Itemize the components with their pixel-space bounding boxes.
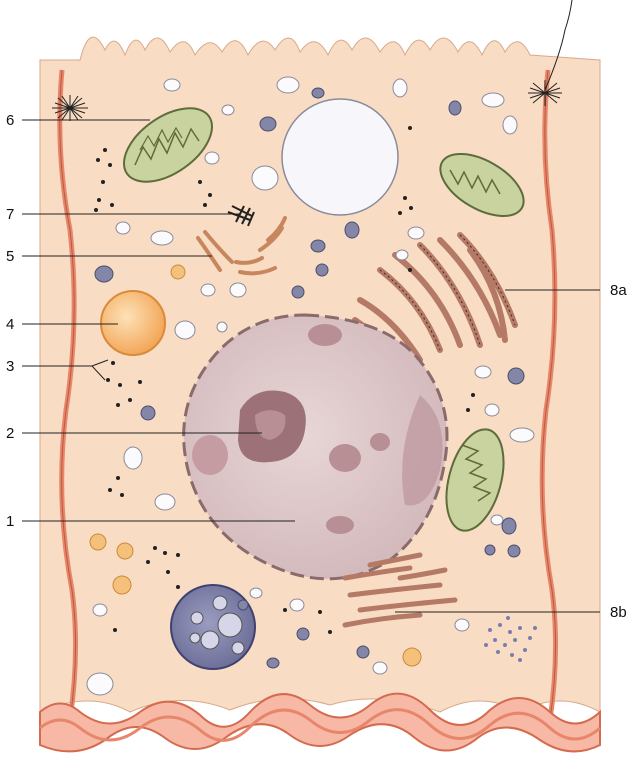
- label-3-granules: 3: [6, 358, 14, 375]
- lysosome: [171, 585, 255, 669]
- label-4-vesicle: 4: [6, 316, 14, 333]
- label-8a-rough-er: 8a: [610, 282, 627, 299]
- label-2-nucleolus: 2: [6, 425, 14, 442]
- vacuole: [282, 99, 398, 215]
- label-8b-smooth-er: 8b: [610, 604, 627, 621]
- secretory-vesicle: [101, 291, 165, 355]
- label-5-golgi: 5: [6, 248, 14, 265]
- label-1-nucleus: 1: [6, 513, 14, 530]
- label-6-desmosome: 6: [6, 112, 14, 129]
- label-7-centriole: 7: [6, 206, 14, 223]
